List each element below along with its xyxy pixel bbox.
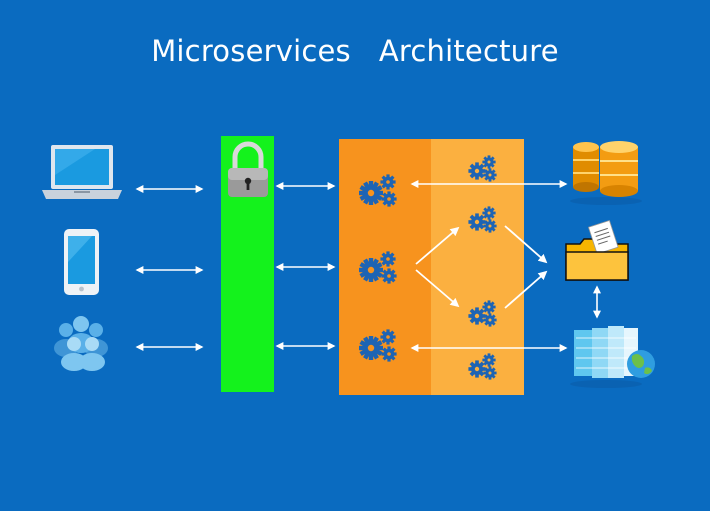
- gears-icon: [468, 353, 496, 379]
- smartphone-icon: [64, 229, 99, 295]
- gears-icon: [359, 174, 397, 206]
- gears-icon: [468, 155, 496, 181]
- title-word-microservices: Microservices: [151, 34, 351, 68]
- title-word-architecture: Architecture: [378, 34, 559, 68]
- folder-documents-icon: [565, 220, 629, 281]
- gears-icon: [359, 329, 397, 361]
- users-group-icon: [54, 316, 108, 371]
- padlock-icon: [228, 141, 268, 197]
- database-icon: [570, 141, 642, 205]
- page-title: Microservices Architecture: [0, 34, 710, 68]
- gears-icon: [359, 251, 397, 283]
- arrow-diamond-lower-left: [415, 269, 460, 308]
- laptop-icon: [42, 145, 122, 199]
- arrow-diamond-upper-right: [504, 225, 548, 264]
- gears-icon: [468, 206, 496, 232]
- server-globe-icon: [570, 326, 655, 388]
- gears-icon: [468, 300, 496, 326]
- arrow-diamond-upper-left: [415, 226, 460, 265]
- arrow-diamond-lower-right: [504, 270, 548, 309]
